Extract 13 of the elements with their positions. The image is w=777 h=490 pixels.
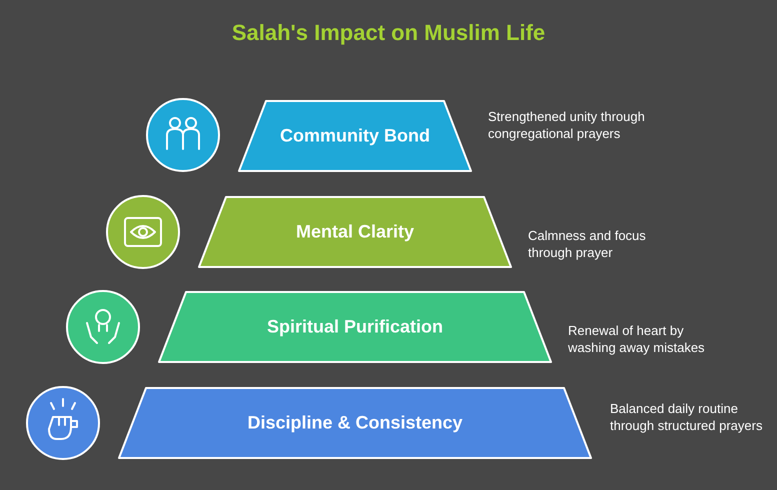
description-text: Renewal of heart by washing away mistakes <box>568 322 706 356</box>
pyramid-tier <box>238 100 472 172</box>
pyramid-tier <box>158 291 552 363</box>
tier-label: Spiritual Purification <box>266 316 444 338</box>
description-text: Strengthened unity through congregational prayers <box>488 108 646 142</box>
tier-label: Mental Clarity <box>294 222 416 242</box>
pyramid-tier <box>198 196 512 268</box>
description-text: Balanced daily routine through structured prayers <box>610 400 764 434</box>
tier-label: Community Bond <box>279 126 431 146</box>
tier-label: Discipline & Consistency <box>246 412 464 434</box>
description-text: Calmness and focus through prayer <box>528 227 647 261</box>
title: Salah's Impact on Muslim Life <box>230 20 546 46</box>
pyramid-tier <box>118 387 592 459</box>
